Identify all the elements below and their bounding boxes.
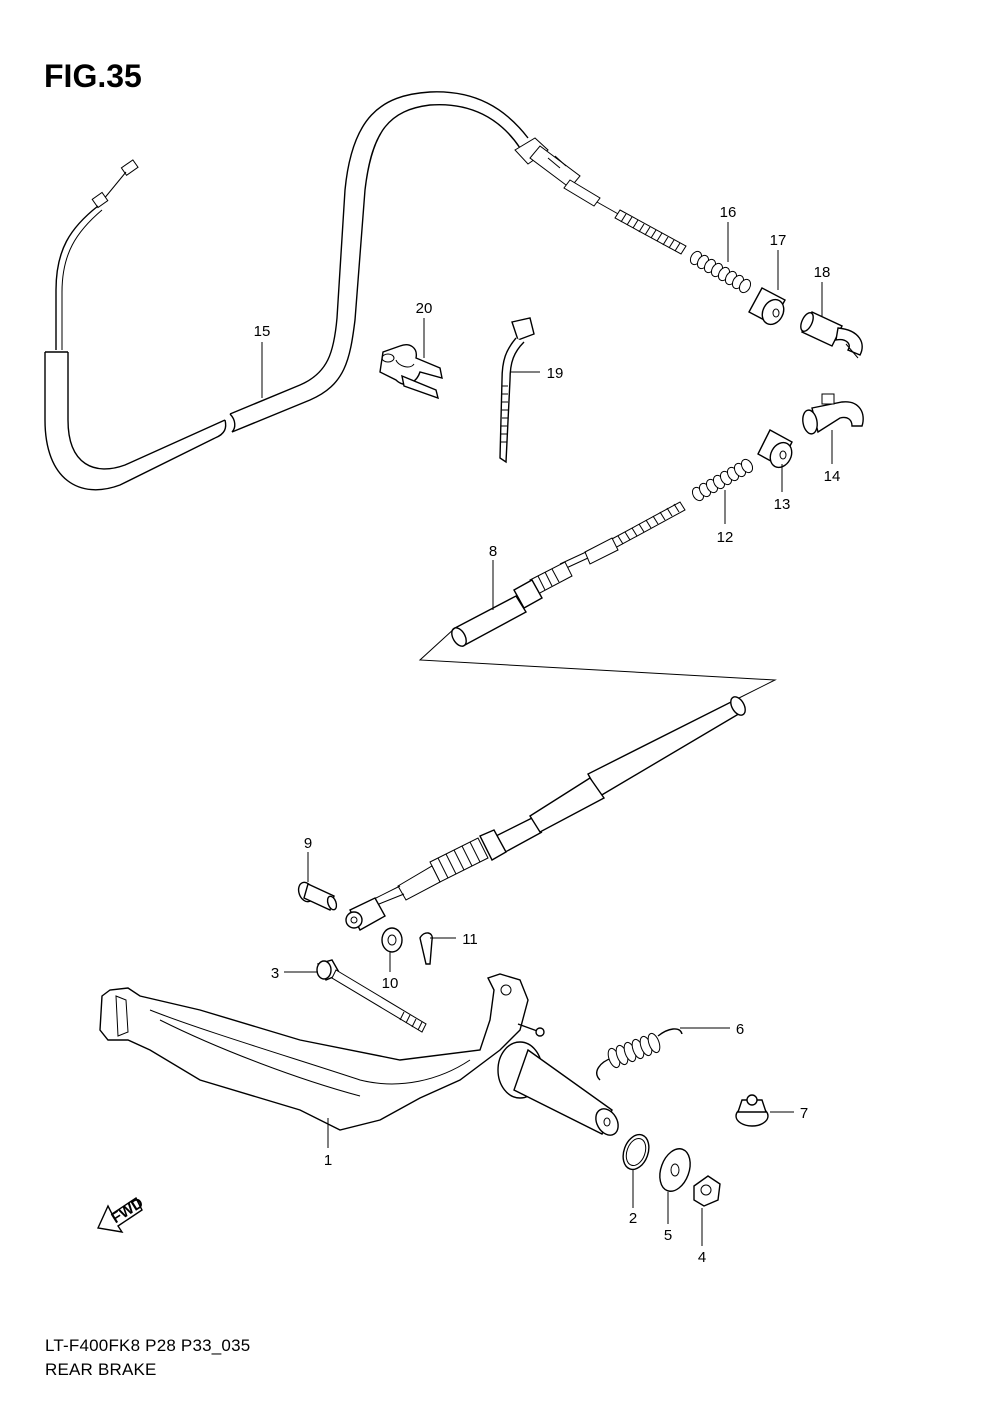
callout-20: 20 xyxy=(416,300,433,317)
fwd-arrow-icon: FWD xyxy=(96,1194,147,1233)
part-10-washer[interactable] xyxy=(381,927,403,953)
fwd-label: FWD xyxy=(108,1194,146,1227)
callout-16: 16 xyxy=(720,204,737,221)
callout-5: 5 xyxy=(664,1227,672,1244)
callout-6: 6 xyxy=(736,1021,744,1038)
part-6-spring[interactable] xyxy=(596,1028,683,1081)
callout-12: 12 xyxy=(717,529,734,546)
part-2-o-ring[interactable] xyxy=(619,1131,654,1173)
callout-10: 10 xyxy=(382,975,399,992)
part-14-joint[interactable] xyxy=(801,393,864,435)
callout-14: 14 xyxy=(824,468,841,485)
part-8-cable[interactable] xyxy=(345,501,777,931)
part-1-brake-pedal[interactable] xyxy=(99,973,623,1139)
leader-lines xyxy=(261,222,833,1246)
callout-13: 13 xyxy=(774,496,791,513)
part-19-cable-tie[interactable] xyxy=(499,317,535,464)
callout-labels: 1 2 3 4 5 6 7 8 9 10 11 12 13 14 15 16 1… xyxy=(254,204,841,1266)
part-5-washer[interactable] xyxy=(654,1145,695,1196)
callout-11: 11 xyxy=(462,931,478,948)
part-4-nut[interactable] xyxy=(693,1175,721,1207)
part-9-pin[interactable] xyxy=(296,880,338,911)
callout-15: 15 xyxy=(254,323,271,340)
callout-7: 7 xyxy=(800,1105,808,1122)
callout-9: 9 xyxy=(304,835,312,852)
part-13-barrel[interactable] xyxy=(757,429,796,471)
callout-17: 17 xyxy=(770,232,787,249)
model-code: LT-F400FK8 P28 P33_035 xyxy=(45,1336,251,1355)
callout-19: 19 xyxy=(547,365,564,382)
part-16-spring[interactable] xyxy=(688,249,753,294)
part-20-clamp[interactable] xyxy=(379,344,443,400)
callout-8: 8 xyxy=(489,543,497,560)
part-7-nut[interactable] xyxy=(735,1094,769,1127)
callout-18: 18 xyxy=(814,264,831,281)
callout-4: 4 xyxy=(698,1249,706,1266)
callout-1: 1 xyxy=(324,1152,332,1169)
part-17-barrel[interactable] xyxy=(748,287,788,328)
section-name: REAR BRAKE xyxy=(45,1360,157,1379)
part-18-joint[interactable] xyxy=(798,311,863,359)
callout-2: 2 xyxy=(629,1210,637,1227)
part-11-cotter-pin[interactable] xyxy=(419,932,433,965)
figure-title: FIG.35 xyxy=(44,58,142,94)
part-12-spring[interactable] xyxy=(690,457,755,502)
part-15-cable[interactable] xyxy=(44,91,687,491)
callout-3: 3 xyxy=(271,965,279,982)
part-3-bolt[interactable] xyxy=(316,959,427,1033)
